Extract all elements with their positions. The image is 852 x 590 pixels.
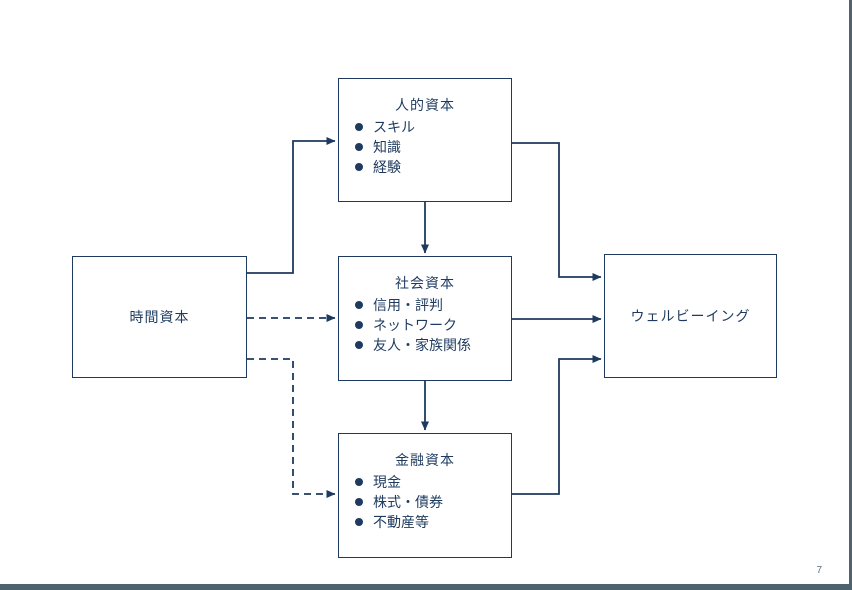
bullet-label: スキル — [373, 119, 415, 135]
bullet-item: 友人・家族関係 — [347, 335, 503, 355]
box-social-capital: 社会資本 信用・評判 ネットワーク 友人・家族関係 — [338, 256, 512, 381]
bullet-icon — [355, 301, 363, 309]
box-human-capital: 人的資本 スキル 知識 経験 — [338, 78, 512, 202]
arrow-time-to-financial-dashed — [247, 358, 336, 498]
bullet-item: 現金 — [347, 472, 503, 492]
box-human-capital-title: 人的資本 — [395, 97, 455, 113]
bullet-label: 現金 — [373, 474, 401, 490]
box-financial-capital-title: 金融資本 — [395, 452, 455, 468]
right-edge-border — [849, 0, 852, 590]
bullet-label: ネットワーク — [373, 317, 457, 333]
bullet-label: 不動産等 — [373, 514, 429, 530]
box-wellbeing-label: ウェルビーイング — [630, 308, 751, 324]
bullet-label: 信用・評判 — [373, 297, 443, 313]
bullet-icon — [355, 123, 363, 131]
bullet-label: 友人・家族関係 — [373, 337, 471, 353]
bullet-label: 株式・債券 — [373, 494, 443, 510]
box-financial-capital: 金融資本 現金 株式・債券 不動産等 — [338, 433, 512, 558]
box-social-capital-title: 社会資本 — [395, 275, 455, 291]
bullet-icon — [355, 163, 363, 171]
bullet-item: 不動産等 — [347, 512, 503, 532]
arrow-human-to-wellbeing — [512, 142, 602, 281]
bullet-icon — [355, 321, 363, 329]
social-capital-bullet-list: 信用・評判 ネットワーク 友人・家族関係 — [347, 295, 503, 355]
bullet-item: ネットワーク — [347, 315, 503, 335]
arrow-time-to-human — [247, 137, 336, 274]
financial-capital-bullet-list: 現金 株式・債券 不動産等 — [347, 472, 503, 532]
bullet-icon — [355, 341, 363, 349]
bullet-icon — [355, 518, 363, 526]
page-number: 7 — [816, 565, 822, 576]
bullet-item: 株式・債券 — [347, 492, 503, 512]
arrow-financial-to-wellbeing — [512, 355, 602, 495]
bullet-item: 知識 — [347, 137, 503, 157]
bullet-item: スキル — [347, 117, 503, 137]
bullet-icon — [355, 143, 363, 151]
bullet-icon — [355, 478, 363, 486]
bullet-item: 経験 — [347, 157, 503, 177]
footer-bar — [0, 584, 852, 590]
bullet-item: 信用・評判 — [347, 295, 503, 315]
box-time-capital-label: 時間資本 — [129, 309, 190, 325]
bullet-icon — [355, 498, 363, 506]
box-time-capital: 時間資本 — [72, 256, 247, 378]
bullet-label: 知識 — [373, 139, 401, 155]
human-capital-bullet-list: スキル 知識 経験 — [347, 117, 503, 177]
bullet-label: 経験 — [373, 159, 401, 175]
box-wellbeing: ウェルビーイング — [604, 254, 777, 378]
